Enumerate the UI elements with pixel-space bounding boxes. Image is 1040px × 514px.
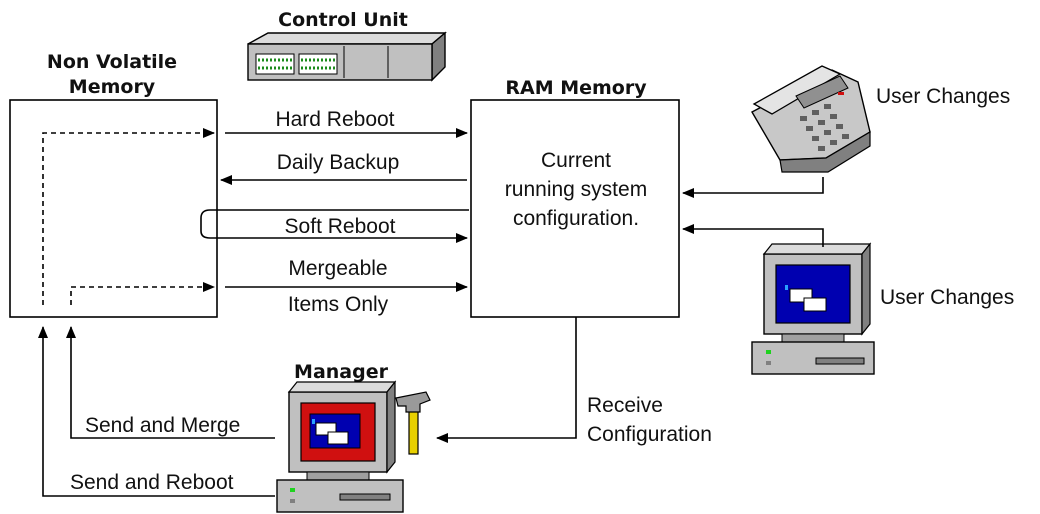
telephone-icon (751, 65, 871, 173)
send-and-merge-label: Send and Merge (85, 414, 240, 437)
manager-computer-icon (276, 380, 404, 513)
hard-reboot-internal-dashed-arrow (42, 128, 215, 305)
ram-memory-title: RAM Memory (505, 77, 647, 99)
non-volatile-memory-box (9, 99, 218, 318)
receive-configuration-line2: Configuration (587, 423, 712, 446)
receive-configuration-line1: Receive (587, 394, 663, 417)
control-unit-title: Control Unit (278, 9, 408, 31)
mergeable-label-line1: Mergeable (288, 257, 387, 280)
send-and-reboot-arrow (38, 326, 275, 497)
send-and-merge-arrow (66, 326, 275, 439)
phone-to-ram-arrow (682, 177, 824, 198)
user-changes-phone-label: User Changes (876, 85, 1010, 108)
ram-box-text-line2: running system (505, 178, 647, 201)
computer-to-ram-arrow (682, 224, 824, 247)
hard-reboot-label: Hard Reboot (275, 108, 394, 131)
control-unit-icon (247, 31, 447, 82)
receive-configuration-arrow (436, 317, 577, 443)
hammer-icon (395, 391, 431, 455)
ram-memory-box (470, 99, 680, 318)
non-volatile-title-line2: Memory (69, 76, 156, 98)
mergeable-label-line2: Items Only (288, 293, 389, 316)
ram-box-text-line1: Current (541, 149, 611, 172)
soft-reboot-label: Soft Reboot (285, 215, 396, 238)
ram-box-text-line3: configuration. (513, 207, 639, 230)
send-and-reboot-label: Send and Reboot (70, 471, 234, 494)
user-changes-computer-label: User Changes (880, 286, 1014, 309)
daily-backup-label: Daily Backup (277, 151, 400, 174)
computer-icon (751, 242, 875, 375)
soft-reboot-arrow (200, 209, 469, 243)
mergeable-internal-dashed-arrow (70, 282, 215, 305)
manager-title: Manager (294, 361, 389, 383)
non-volatile-title-line1: Non Volatile (47, 51, 177, 73)
